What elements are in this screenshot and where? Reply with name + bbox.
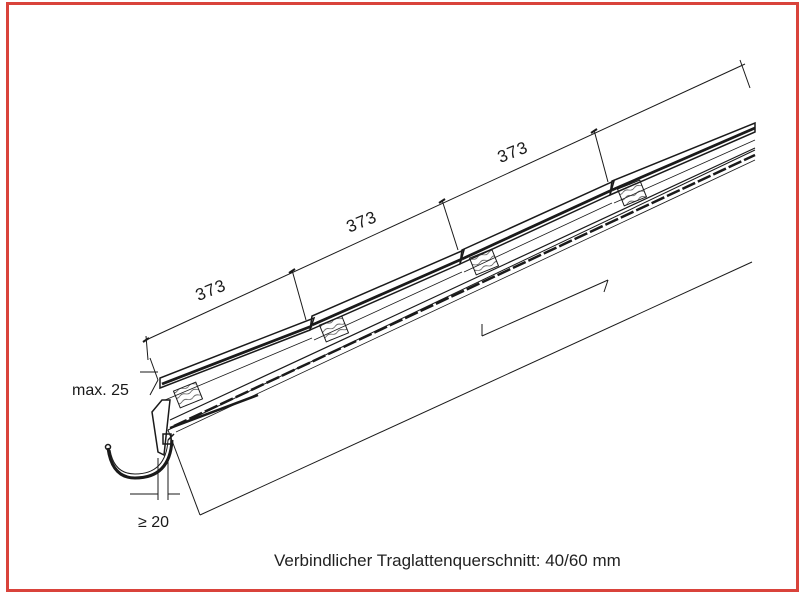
dimension-chain — [142, 59, 751, 361]
dimension-label-1: 373 — [193, 276, 229, 305]
battens — [172, 179, 648, 409]
roof-tiles — [159, 121, 756, 401]
batten-cross-section-caption: Verbindlicher Traglattenquerschnitt: 40/… — [274, 551, 621, 570]
underlay-membrane — [169, 147, 756, 433]
flow-direction-arrow — [481, 279, 609, 337]
overhang-label: max. 25 — [72, 382, 129, 399]
eave-flashing — [151, 393, 259, 457]
gutter-gap-dimension — [130, 458, 180, 500]
rafter-outline — [167, 149, 756, 516]
dimension-label-3: 373 — [495, 138, 531, 167]
gutter-gap-label: ≥ 20 — [138, 514, 169, 531]
overhang-dimension — [140, 357, 159, 396]
dimension-label-2: 373 — [344, 207, 380, 236]
